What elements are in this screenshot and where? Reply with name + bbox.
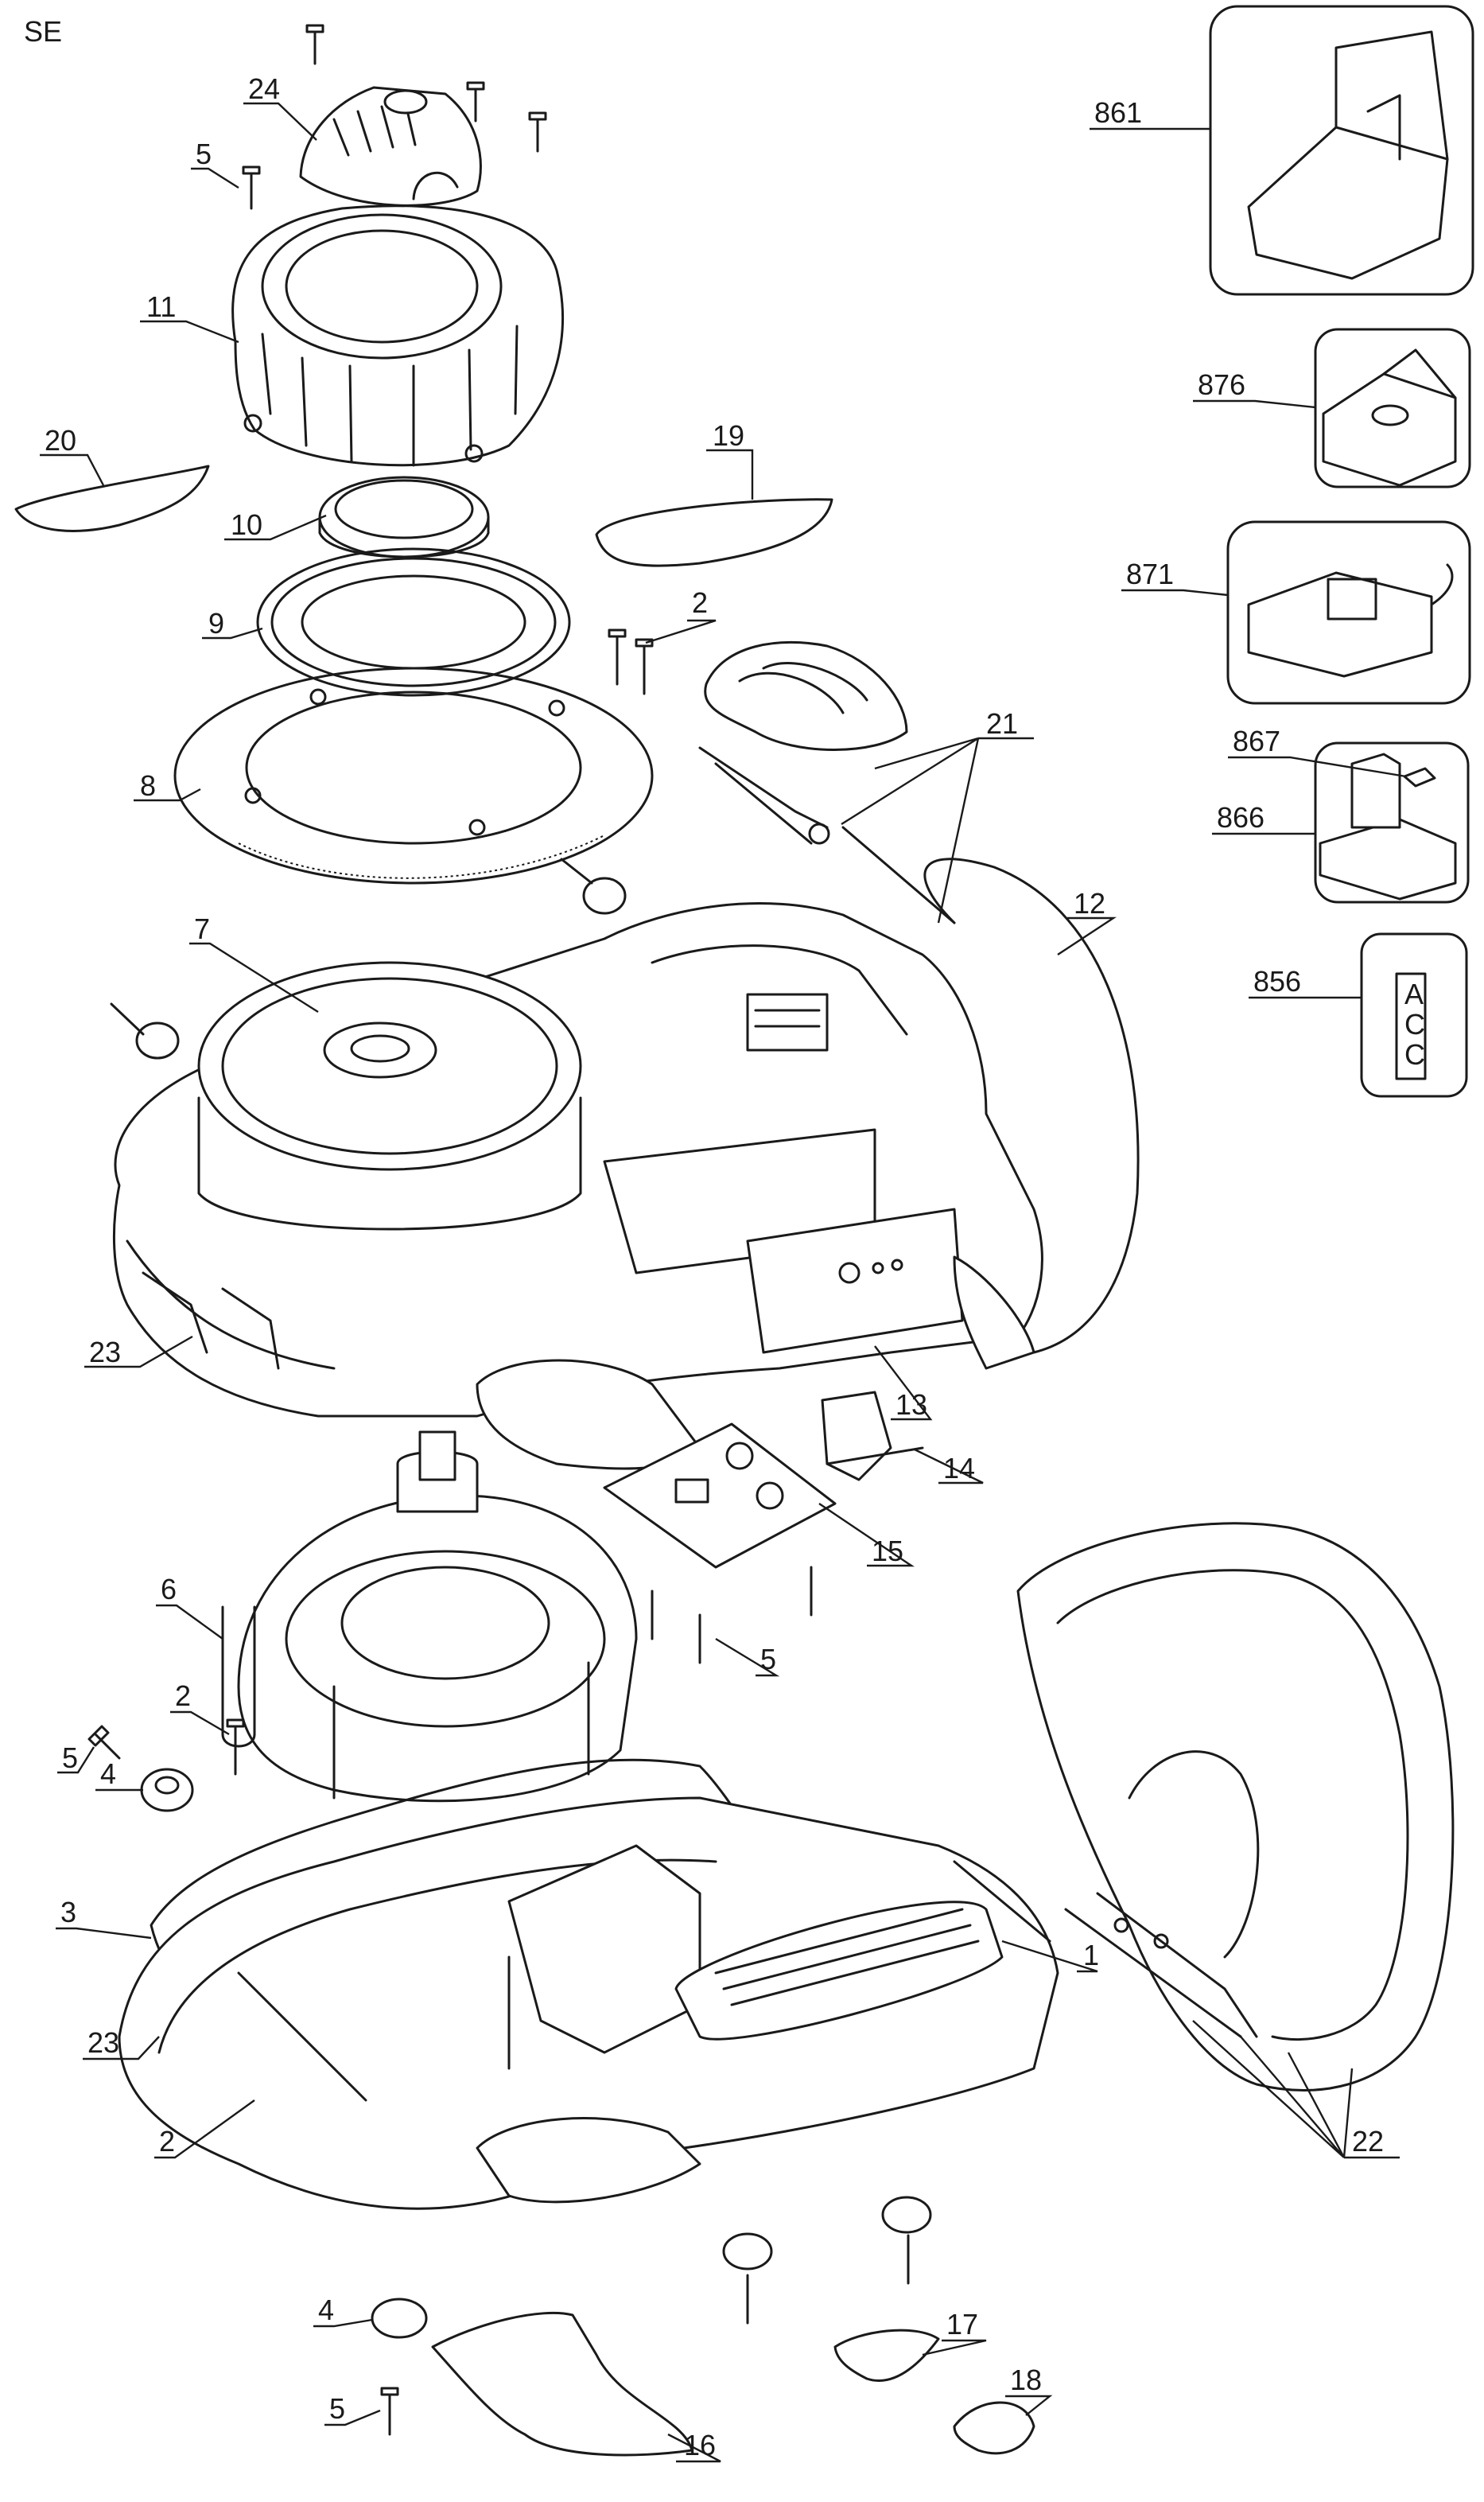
callout-8: 8 [140, 769, 156, 802]
accessory-861-case [1209, 5, 1474, 296]
callout-15: 15 [872, 1535, 903, 1567]
callout-14: 14 [943, 1452, 975, 1484]
callout-861: 861 [1094, 96, 1142, 129]
callout-10: 10 [231, 508, 262, 541]
callout-19: 19 [713, 419, 744, 452]
callout-1: 1 [1083, 1939, 1099, 1971]
part-2-screws [608, 628, 654, 695]
callout-22: 22 [1352, 2125, 1384, 2158]
callout-21: 21 [986, 707, 1018, 740]
callout-17: 17 [946, 2308, 978, 2341]
part-15-pcb [603, 1422, 837, 1664]
callout-2-a: 2 [692, 586, 708, 619]
callout-871: 871 [1126, 558, 1174, 590]
part-18-label [953, 2401, 1035, 2455]
part-11-upper-housing [231, 204, 564, 467]
part-23-bottom-housing [118, 1796, 1059, 2210]
part-17-label [833, 2329, 940, 2383]
callout-18: 18 [1010, 2364, 1042, 2396]
accessory-label-c2: C [1404, 1038, 1425, 1071]
part-22-battery-door [1016, 1522, 1455, 2091]
callout-2-c: 2 [159, 2125, 175, 2158]
callouts: 24 5 11 20 19 10 9 2 21 8 12 7 23 13 14 … [40, 72, 1407, 2463]
callout-5-a: 5 [196, 138, 212, 170]
accessory-856-plate: A C C [1360, 932, 1468, 1098]
accessory-866-battery [1314, 741, 1470, 904]
part-20-label [14, 465, 210, 532]
callout-2-b: 2 [175, 1679, 191, 1712]
callout-24: 24 [248, 72, 280, 105]
part-5-screw-left [87, 1725, 121, 1760]
part-24-top-cap [299, 86, 482, 207]
part-8-base-ring [173, 667, 654, 885]
part-21-lever [698, 640, 956, 924]
callout-23-a: 23 [89, 1336, 121, 1368]
part-16-label [431, 2311, 693, 2457]
accessory-label-a: A [1404, 978, 1424, 1010]
callout-11: 11 [146, 290, 176, 323]
callout-7: 7 [194, 912, 210, 945]
part-9-gasket [256, 547, 571, 697]
part-19-label [595, 498, 833, 567]
callout-876: 876 [1198, 368, 1245, 401]
callout-9: 9 [208, 607, 224, 640]
accessory-867-contact [1403, 767, 1436, 788]
part-14-switch [821, 1391, 924, 1481]
callout-3: 3 [60, 1896, 76, 1928]
callout-12: 12 [1074, 887, 1105, 920]
main-body [112, 902, 1043, 1470]
callout-4-a: 4 [100, 1757, 116, 1790]
callout-867: 867 [1233, 725, 1280, 757]
callout-856: 856 [1253, 965, 1301, 998]
bumpers-upper [110, 858, 627, 1060]
callout-23-b: 23 [87, 2026, 119, 2059]
callout-5-c: 5 [62, 1741, 78, 1774]
part-2-screw-left [226, 1718, 245, 1776]
part-10-bearing-ring [318, 476, 490, 558]
callout-6: 6 [161, 1573, 177, 1605]
sheet-corner-code: SE [24, 15, 62, 48]
callout-5-d: 5 [329, 2392, 345, 2425]
accessory-label-c1: C [1404, 1008, 1425, 1041]
part-4-bumper-left [140, 1768, 194, 1812]
accessory-876-box [1314, 328, 1471, 488]
accessory-871-charger [1226, 520, 1471, 705]
part-6-motor-assembly [221, 1430, 638, 1803]
callout-4-b: 4 [318, 2294, 334, 2326]
callout-20: 20 [45, 424, 76, 457]
callout-866: 866 [1217, 801, 1265, 834]
bottom-bumpers [371, 2196, 932, 2436]
screws-top [242, 24, 547, 210]
